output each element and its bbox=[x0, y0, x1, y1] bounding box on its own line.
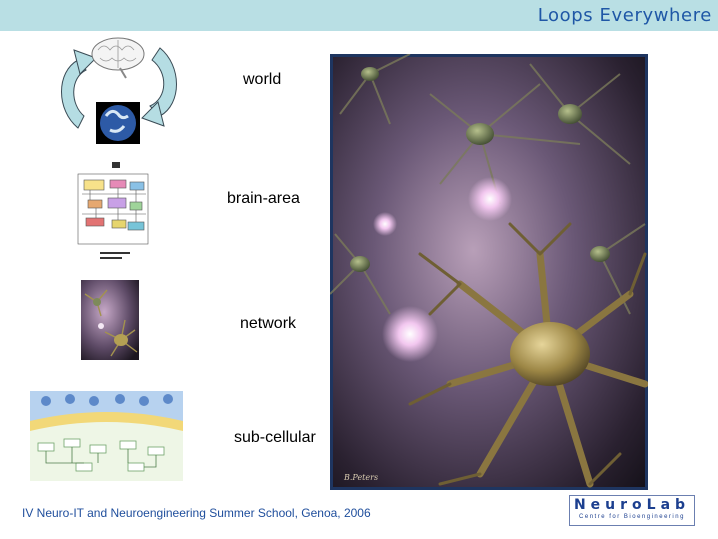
footer-text: IV Neuro-IT and Neuroengineering Summer … bbox=[22, 506, 371, 520]
level-label-brain-area: brain-area bbox=[227, 190, 300, 207]
network-thumbnail bbox=[81, 280, 139, 360]
loop-arrow-icon bbox=[61, 59, 87, 129]
world-loop-illustration bbox=[48, 32, 188, 144]
slide-title: Loops Everywhere bbox=[537, 5, 712, 26]
brain-area-diagram bbox=[70, 160, 155, 265]
level-label-world: world bbox=[243, 71, 282, 88]
sub-cellular-pathway bbox=[30, 391, 183, 481]
level-label-sub-cellular: sub-cellular bbox=[234, 429, 316, 446]
logo-subtitle: Centre for Bioengineering bbox=[579, 514, 685, 520]
loop-arrow-icon bbox=[149, 47, 177, 117]
level-label-network: network bbox=[240, 315, 297, 332]
cell-pathway-icon bbox=[30, 391, 183, 481]
neuron-image: B.Peters bbox=[330, 54, 648, 490]
diagram-icon bbox=[77, 173, 149, 245]
earth-icon bbox=[96, 102, 140, 144]
logo-name: NeuroLab bbox=[573, 497, 691, 513]
header-bar bbox=[0, 0, 718, 31]
brain-icon bbox=[91, 37, 145, 79]
artist-signature: B.Peters bbox=[343, 473, 378, 482]
neurolab-logo: NeuroLab Centre for Bioengineering bbox=[569, 495, 695, 526]
